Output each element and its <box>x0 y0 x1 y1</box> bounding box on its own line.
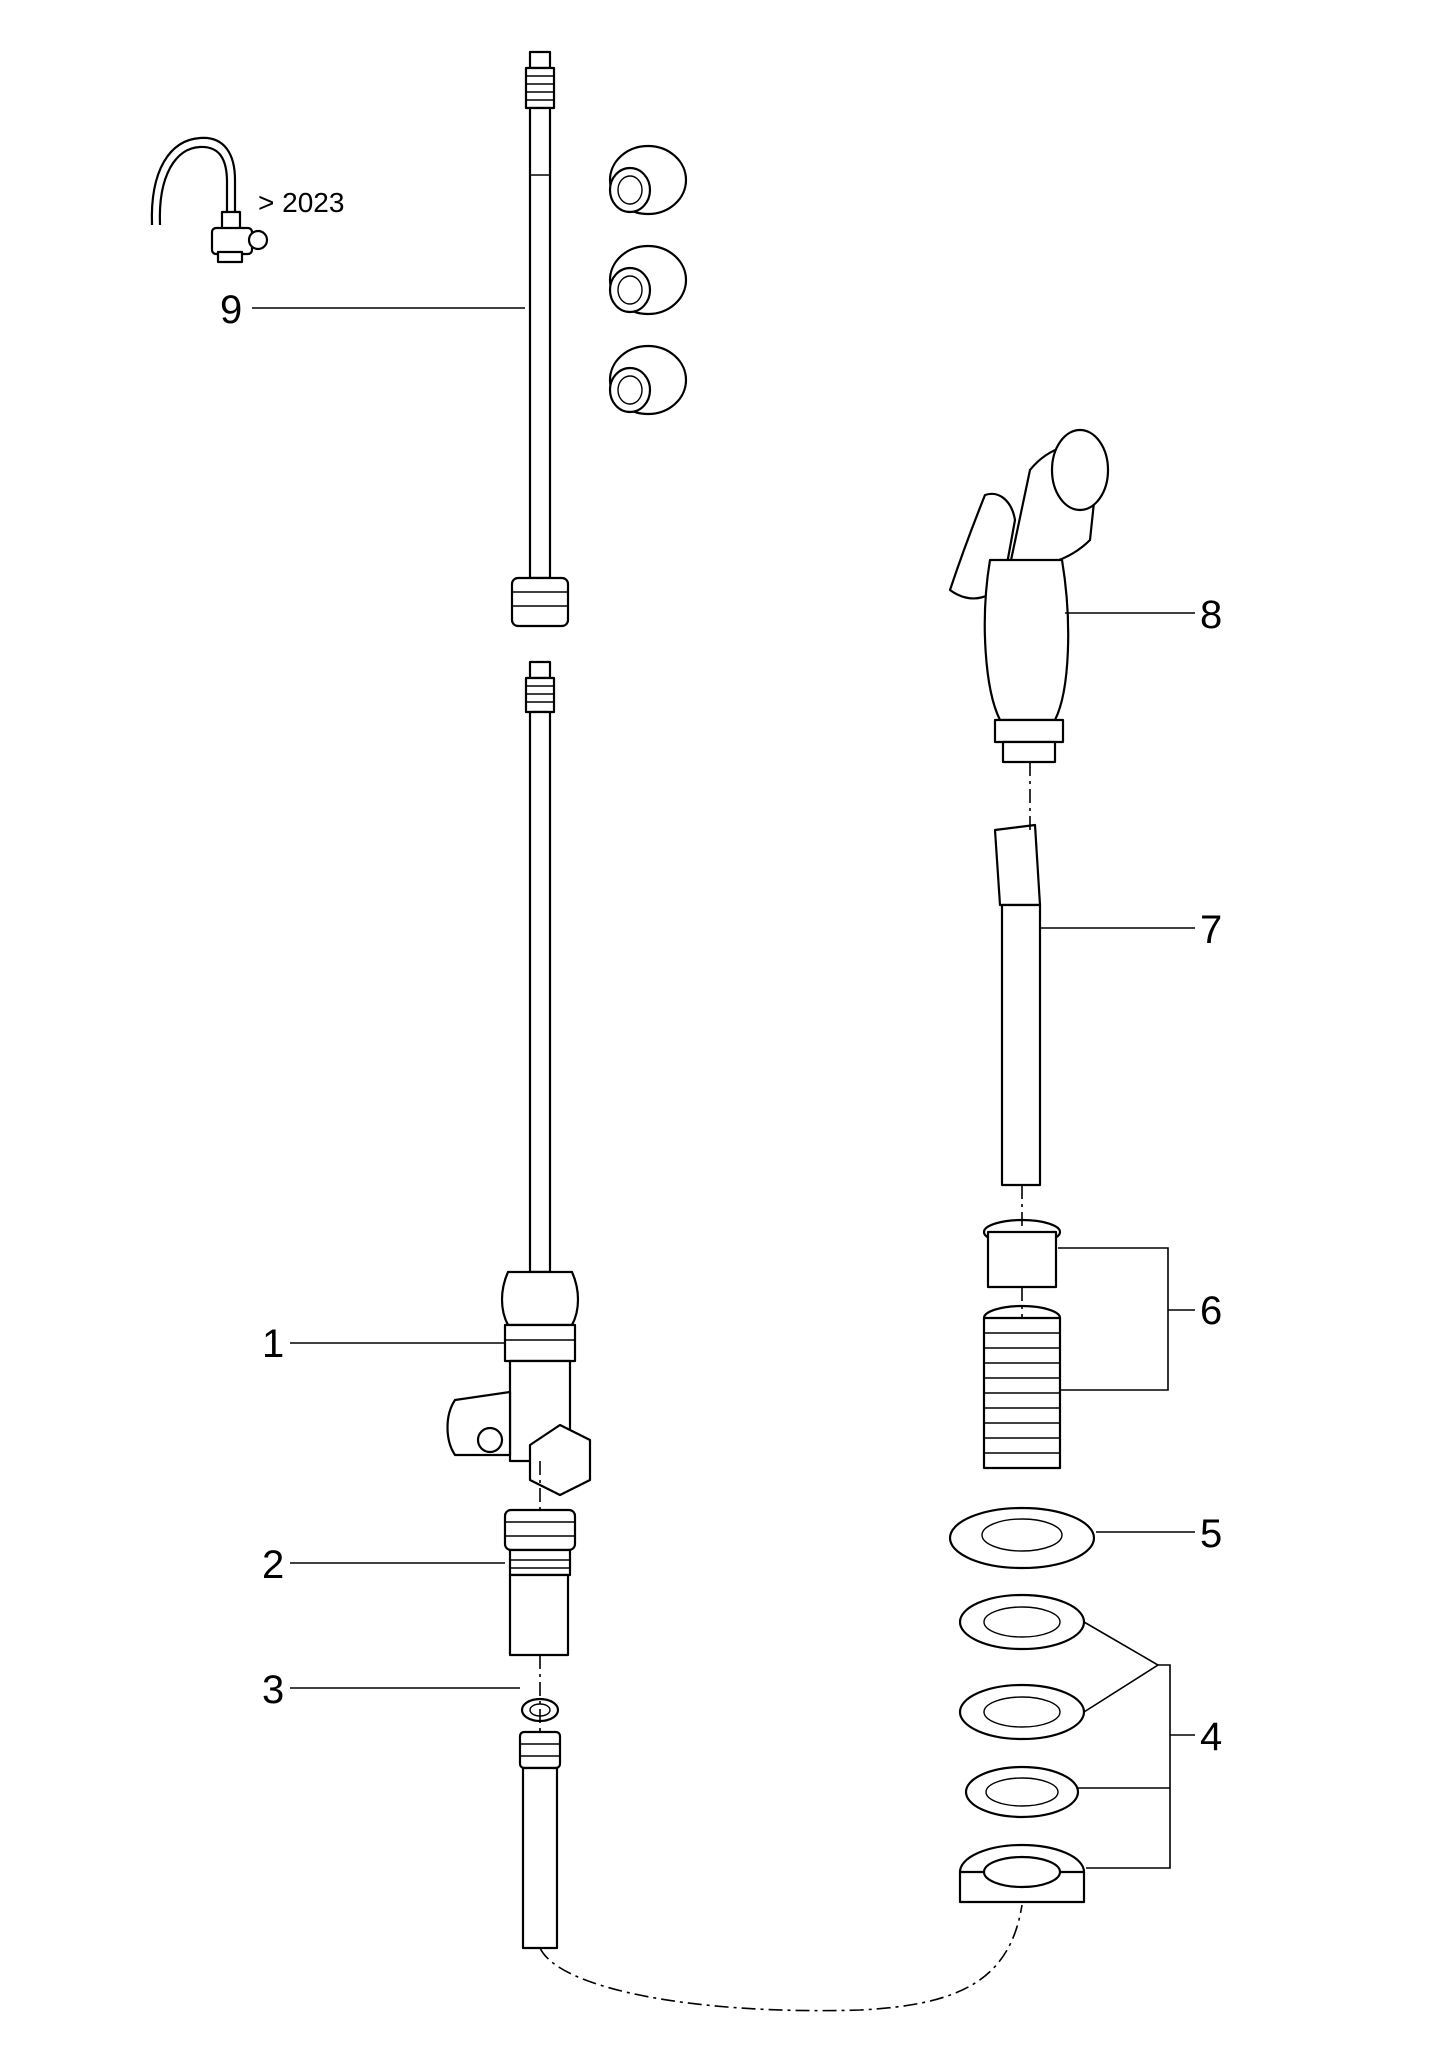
leader-4a <box>1083 1621 1160 1713</box>
faucet-variant-icon <box>150 136 269 264</box>
nut-1 <box>608 144 688 216</box>
part-1-valve-body <box>446 1270 592 1497</box>
callout-8: 8 <box>1200 593 1222 637</box>
callout-1: 1 <box>262 1322 284 1366</box>
callout-9: 9 <box>220 288 242 332</box>
callout-2: 2 <box>262 1543 284 1587</box>
callout-6: 6 <box>1200 1289 1222 1333</box>
part-6-shank <box>982 1218 1062 1470</box>
callout-4: 4 <box>1200 1715 1222 1759</box>
nut-2 <box>608 244 688 316</box>
part-4-washers <box>958 1593 1086 1904</box>
leader-4c <box>1086 1664 1171 1869</box>
part-8-hand-spray <box>948 428 1110 764</box>
lower-rod <box>524 660 556 1274</box>
callout-7: 7 <box>1200 908 1222 952</box>
variant-note: > 2023 <box>258 187 344 218</box>
part-2-adapter <box>503 1508 577 1657</box>
left-hose <box>518 1730 562 1950</box>
part-9-rod <box>510 50 570 628</box>
callout-3: 3 <box>262 1668 284 1712</box>
callout-5: 5 <box>1200 1512 1222 1556</box>
nut-3 <box>608 344 688 416</box>
connection-path <box>539 1904 1023 2012</box>
part-7-hose <box>993 823 1042 1187</box>
center-line-right <box>1021 762 1031 1318</box>
leader-6 <box>1058 1247 1169 1391</box>
part-5-flange <box>948 1506 1096 1570</box>
